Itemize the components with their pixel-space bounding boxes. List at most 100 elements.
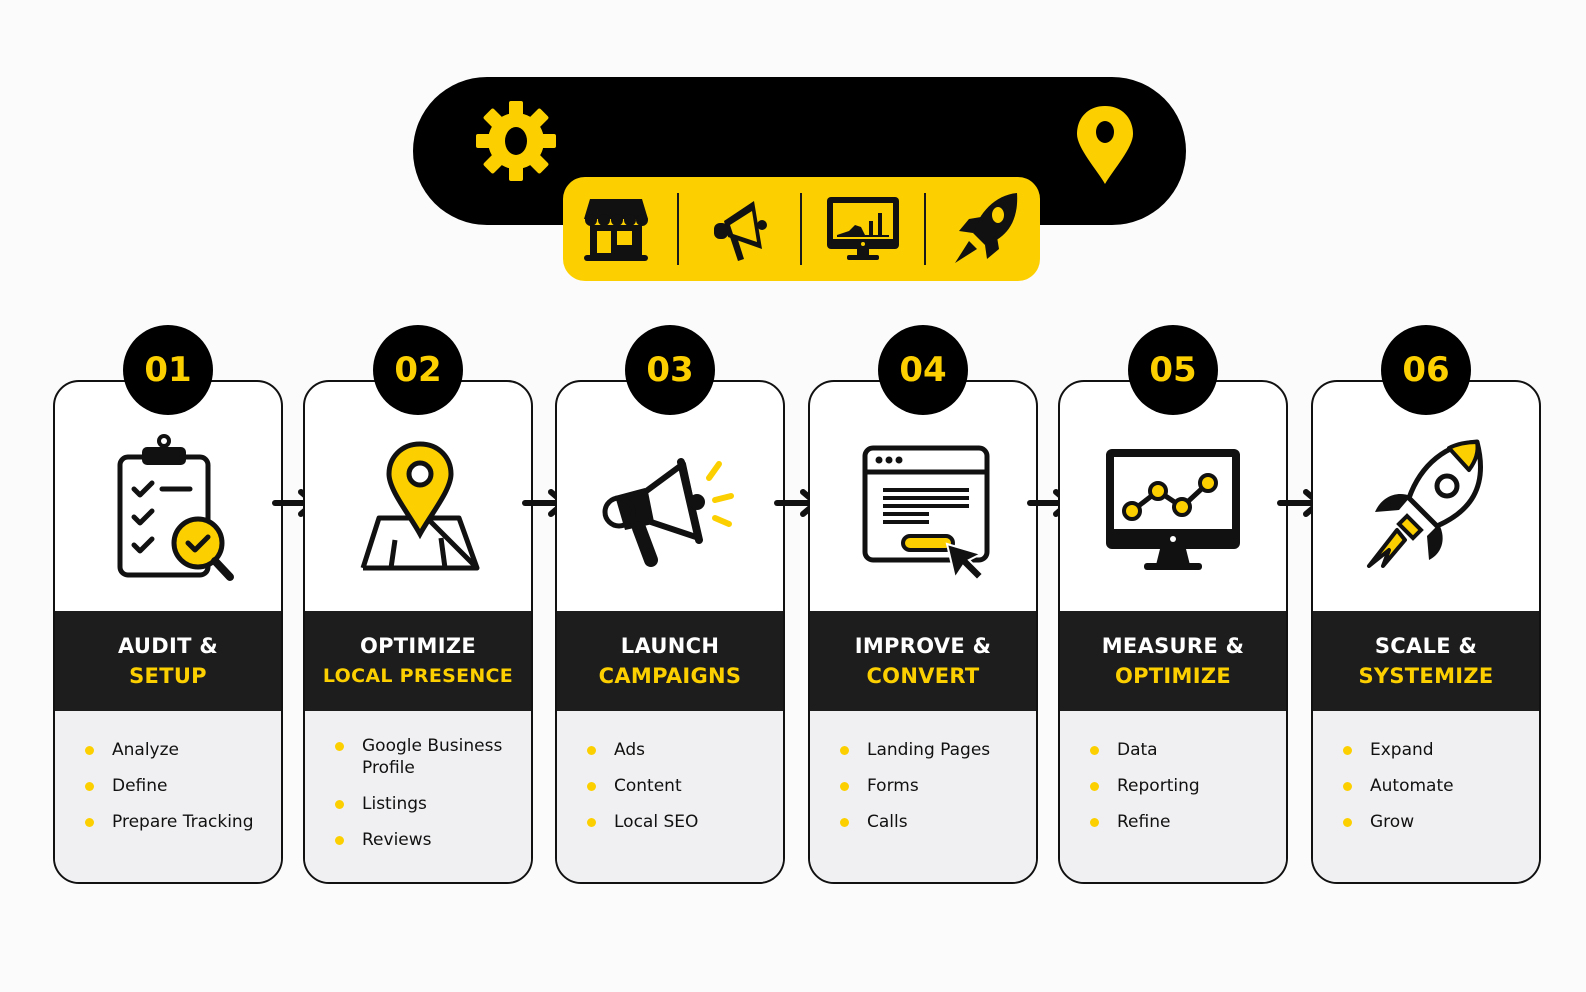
step-title-line2: SETUP	[129, 664, 207, 688]
step-number-badge: 01	[123, 325, 213, 415]
bullet-icon	[840, 818, 849, 827]
bullet-icon	[840, 782, 849, 791]
divider	[676, 193, 679, 265]
step-illustration	[1060, 382, 1286, 612]
step-title: LAUNCH CAMPAIGNS	[557, 611, 783, 711]
clipboard-search-icon	[117, 434, 234, 581]
list-item: Google Business Profile	[333, 735, 531, 779]
list-item: Define	[83, 775, 281, 797]
divider	[924, 193, 927, 265]
list-item: Listings	[333, 793, 531, 815]
monitor-chart-icon	[1106, 449, 1240, 570]
list-item-text: Listings	[362, 794, 427, 814]
list-item-text: Forms	[867, 776, 919, 796]
list-item: Grow	[1341, 811, 1539, 833]
divider	[800, 193, 803, 265]
step-title-line1: IMPROVE &	[854, 634, 992, 658]
step-number-badge: 03	[625, 325, 715, 415]
bullet-icon	[85, 746, 94, 755]
list-item-text: Google Business Profile	[362, 736, 503, 778]
bullet-icon	[1090, 746, 1099, 755]
step-title-line1: OPTIMIZE	[359, 634, 477, 658]
icon-bar	[563, 177, 1040, 281]
step-title-line1: SCALE &	[1374, 634, 1478, 658]
list-item-text: Landing Pages	[867, 740, 991, 760]
step-number-badge: 06	[1381, 325, 1471, 415]
step-title: AUDIT & SETUP	[55, 611, 281, 711]
step-title-line2: CAMPAIGNS	[598, 664, 742, 688]
bullet-icon	[1090, 818, 1099, 827]
step-title-line2: SYSTEMIZE	[1358, 664, 1494, 688]
list-item-text: Expand	[1370, 740, 1434, 760]
step-title-line2: LOCAL PRESENCE	[322, 665, 514, 687]
list-item: Content	[585, 775, 783, 797]
step-title: OPTIMIZE LOCAL PRESENCE	[305, 611, 531, 711]
list-item-text: Analyze	[112, 740, 179, 760]
list-item: Forms	[838, 775, 1036, 797]
megaphone-icon	[695, 189, 785, 269]
step-title-line2: CONVERT	[866, 664, 980, 688]
bullet-icon	[587, 746, 596, 755]
monitor-chart-icon	[818, 189, 908, 269]
step-title-line2: OPTIMIZE	[1114, 664, 1232, 688]
list-item-text: Grow	[1370, 812, 1415, 832]
list-item-text: Data	[1117, 740, 1158, 760]
list-item: Prepare Tracking	[83, 811, 281, 833]
gear-icon	[476, 101, 556, 181]
step-title-line1: AUDIT &	[118, 634, 218, 658]
bullet-icon	[840, 746, 849, 755]
list-item-text: Automate	[1370, 776, 1454, 796]
list-item: Calls	[838, 811, 1036, 833]
list-item: Landing Pages	[838, 739, 1036, 761]
list-item-text: Reviews	[362, 830, 432, 850]
bullet-icon	[335, 836, 344, 845]
rocket-icon	[942, 189, 1032, 269]
list-item-text: Calls	[867, 812, 908, 832]
list-item: Automate	[1341, 775, 1539, 797]
step-title: SCALE & SYSTEMIZE	[1313, 611, 1539, 711]
storefront-icon	[571, 189, 661, 269]
step-illustration	[305, 382, 531, 612]
bullet-icon	[335, 742, 344, 751]
bullet-icon	[85, 782, 94, 791]
bullet-icon	[1343, 818, 1352, 827]
list-item-text: Reporting	[1117, 776, 1200, 796]
step-title: IMPROVE & CONVERT	[810, 611, 1036, 711]
step-illustration	[55, 382, 281, 612]
bullet-icon	[1343, 782, 1352, 791]
list-item-text: Local SEO	[614, 812, 699, 832]
list-item: Reporting	[1088, 775, 1286, 797]
step-title-line1: LAUNCH	[620, 634, 720, 658]
list-item-text: Prepare Tracking	[112, 812, 254, 832]
list-item-text: Define	[112, 776, 168, 796]
step-card-02: OPTIMIZE LOCAL PRESENCE Google Business …	[303, 380, 533, 884]
bullet-icon	[1343, 746, 1352, 755]
list-item: Data	[1088, 739, 1286, 761]
bullet-icon	[587, 818, 596, 827]
list-item: Analyze	[83, 739, 281, 761]
step-number-badge: 04	[878, 325, 968, 415]
bullet-icon	[587, 782, 596, 791]
bullet-icon	[85, 818, 94, 827]
map-pin-icon	[360, 441, 480, 571]
step-illustration	[810, 382, 1036, 612]
list-item: Ads	[585, 739, 783, 761]
rocket-icon	[1367, 439, 1483, 568]
bullet-icon	[335, 800, 344, 809]
list-item: Refine	[1088, 811, 1286, 833]
megaphone-icon	[602, 458, 734, 567]
step-illustration	[557, 382, 783, 612]
list-item: Local SEO	[585, 811, 783, 833]
step-number-badge: 05	[1128, 325, 1218, 415]
step-illustration	[1313, 382, 1539, 612]
step-title: MEASURE & OPTIMIZE	[1060, 611, 1286, 711]
map-pin-icon	[1077, 106, 1133, 184]
